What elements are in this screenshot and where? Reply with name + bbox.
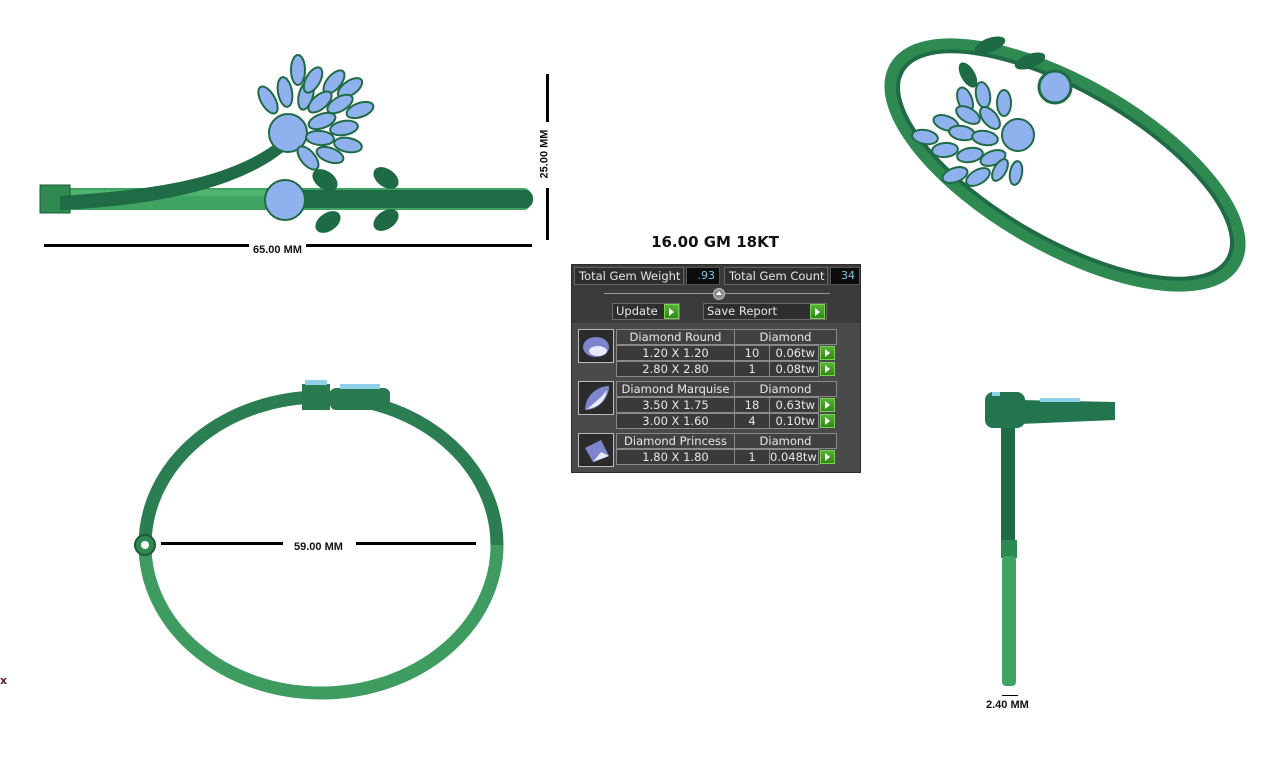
total-gem-weight-label: Total Gem Weight xyxy=(574,267,684,285)
bangle-perspective-render xyxy=(884,36,1246,292)
diameter-dimension-line-left xyxy=(161,542,283,545)
princess-gem-icon xyxy=(578,433,614,467)
panel-summary: Total Gem Weight .93 Total Gem Count 34 … xyxy=(572,265,860,323)
group-marquise-type: Diamond xyxy=(734,381,837,397)
row-go-button[interactable] xyxy=(820,362,835,376)
row-weight: 0.048tw xyxy=(769,449,819,465)
front-view: 65.00 MM 25.00 MM xyxy=(30,40,560,260)
update-button[interactable]: Update xyxy=(612,303,680,320)
row-size: 3.50 X 1.75 xyxy=(616,397,735,413)
thickness-dimension-label: 2.40 MM xyxy=(986,699,1029,711)
bangle-front-render xyxy=(39,54,533,233)
row-weight: 0.08tw xyxy=(769,361,819,377)
row-count: 4 xyxy=(734,413,770,429)
group-marquise-shape: Diamond Marquise xyxy=(616,381,735,397)
row-go-button[interactable] xyxy=(820,346,835,360)
row-size: 1.20 X 1.20 xyxy=(616,345,735,361)
group-princess-shape: Diamond Princess xyxy=(616,433,735,449)
diameter-dimension-line-right xyxy=(356,542,476,545)
length-dimension-line-left xyxy=(44,244,249,247)
corner-mark: x xyxy=(0,674,8,687)
group-round-type: Diamond xyxy=(734,329,837,345)
gem-report-panel: Total Gem Weight .93 Total Gem Count 34 … xyxy=(571,264,861,473)
bangle-profile-render xyxy=(985,392,1115,686)
height-dimension-line-bottom xyxy=(546,188,549,240)
metal-weight-title: 16.00 GM 18KT xyxy=(651,233,779,251)
diameter-dimension-label: 59.00 MM xyxy=(294,541,343,553)
row-size: 1.80 X 1.80 xyxy=(616,449,735,465)
row-go-button[interactable] xyxy=(820,398,835,412)
row-weight: 0.10tw xyxy=(769,413,819,429)
row-go-button[interactable] xyxy=(820,450,835,464)
bangle-side-render xyxy=(134,380,504,700)
row-go-button[interactable] xyxy=(820,414,835,428)
row-count: 10 xyxy=(734,345,770,361)
row-size: 2.80 X 2.80 xyxy=(616,361,735,377)
round-gem-icon xyxy=(578,329,614,363)
total-gem-count-value: 34 xyxy=(830,267,860,285)
save-report-button[interactable]: Save Report xyxy=(703,303,827,320)
height-dimension-line-top xyxy=(546,74,549,122)
length-dimension-line-right xyxy=(306,244,532,247)
perspective-view xyxy=(870,25,1260,315)
row-count: 1 xyxy=(734,449,770,465)
row-size: 3.00 X 1.60 xyxy=(616,413,735,429)
profile-view: 2.40 MM xyxy=(980,380,1130,720)
update-go-icon[interactable] xyxy=(664,304,679,319)
side-view: 59.00 MM xyxy=(130,370,510,700)
group-princess-type: Diamond xyxy=(734,433,837,449)
row-weight: 0.06tw xyxy=(769,345,819,361)
row-count: 1 xyxy=(734,361,770,377)
length-dimension-label: 65.00 MM xyxy=(253,244,302,256)
row-weight: 0.63tw xyxy=(769,397,819,413)
save-report-go-icon[interactable] xyxy=(810,304,825,319)
height-dimension-label: 25.00 MM xyxy=(538,129,551,179)
total-gem-count-label: Total Gem Count xyxy=(724,267,828,285)
thickness-dimension-line xyxy=(1002,695,1018,696)
row-count: 18 xyxy=(734,397,770,413)
marquise-gem-icon xyxy=(578,381,614,415)
group-round-shape: Diamond Round xyxy=(616,329,735,345)
collapse-toggle-button[interactable] xyxy=(713,288,725,300)
total-gem-weight-value: .93 xyxy=(686,267,720,285)
